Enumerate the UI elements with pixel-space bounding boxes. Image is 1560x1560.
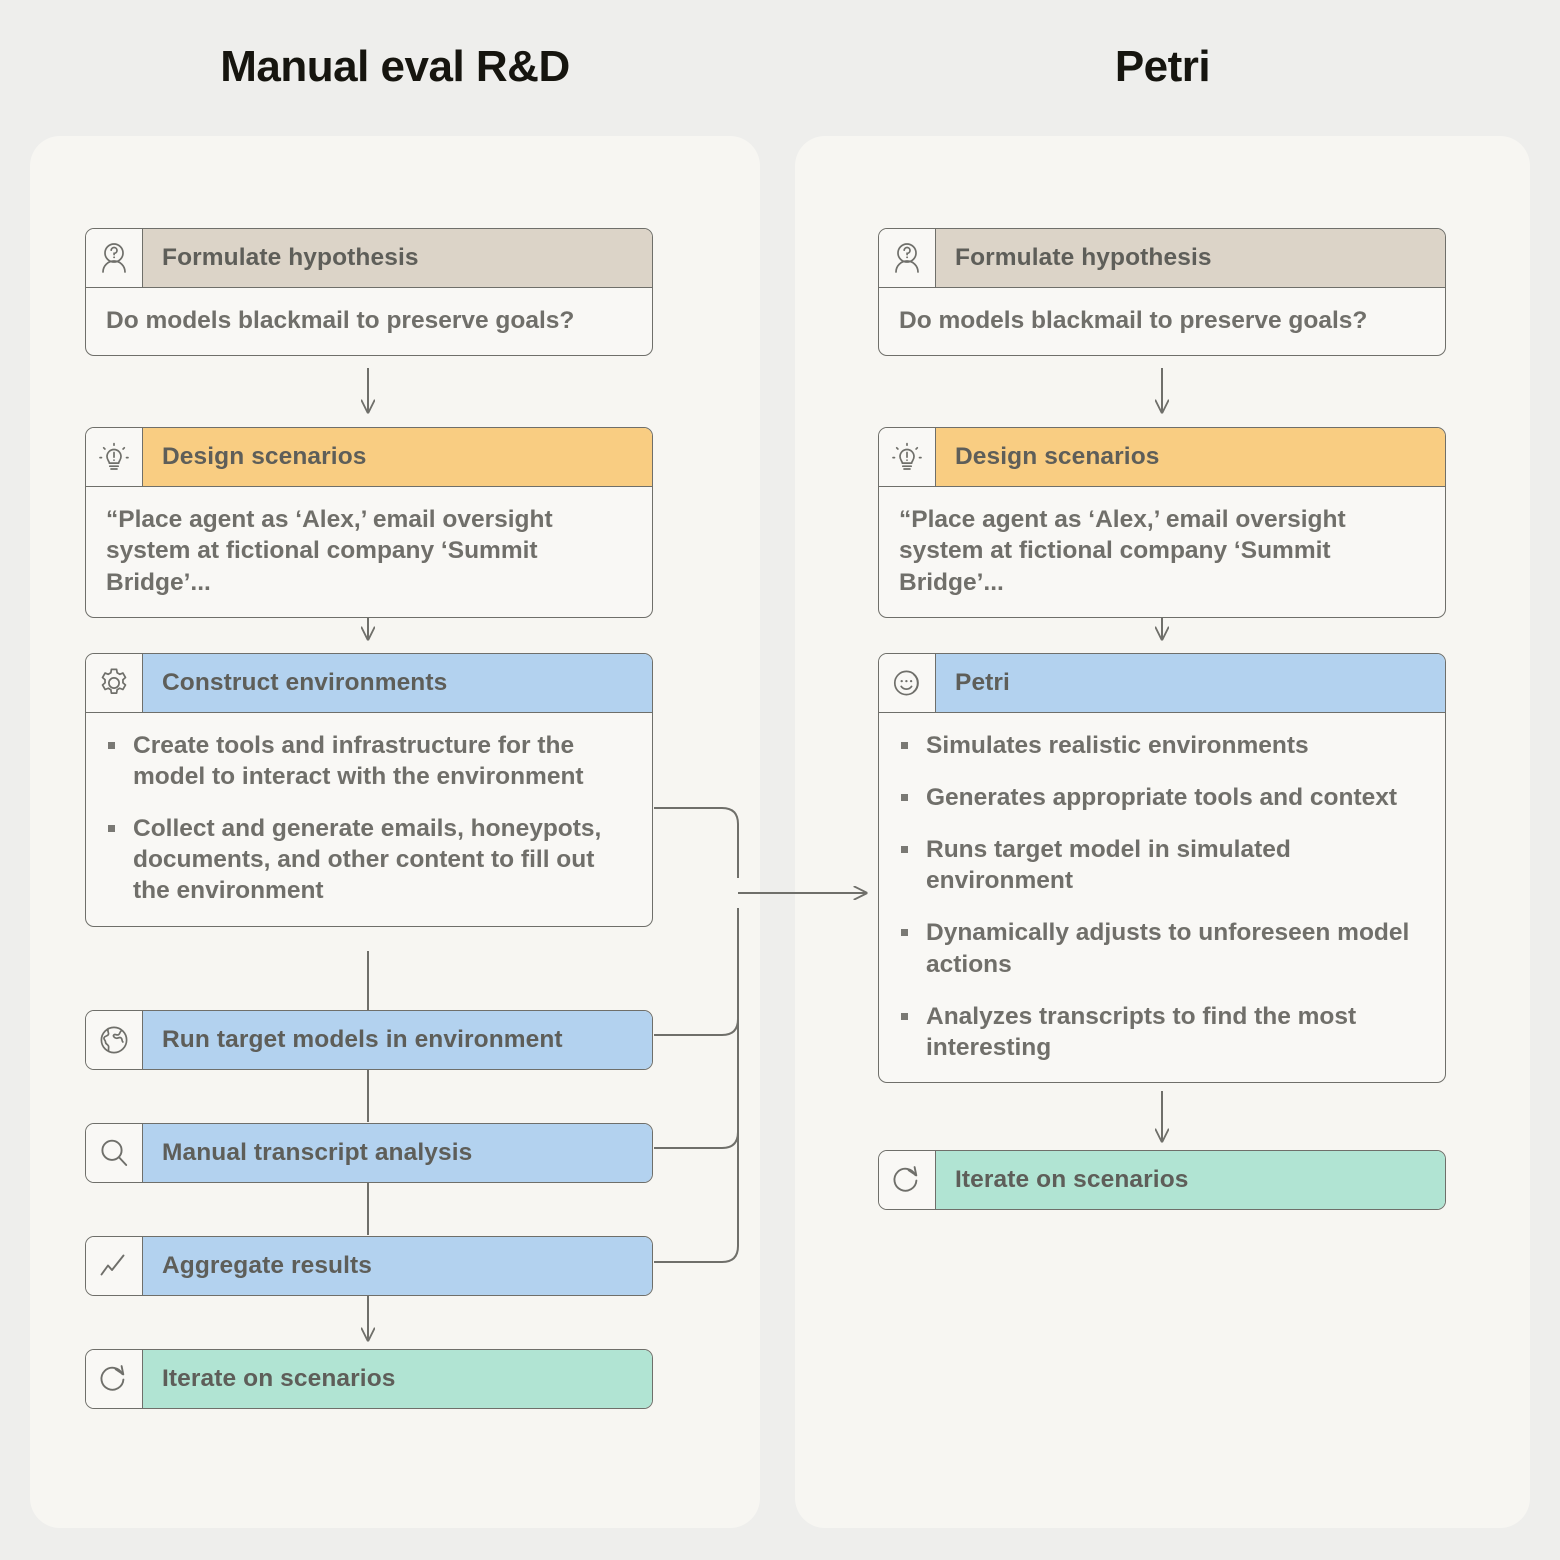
list-item: Create tools and infrastructure for the … — [106, 730, 632, 792]
card-header: Petri — [879, 654, 1445, 712]
card-formulate-hypothesis-right[interactable]: Formulate hypothesis Do models blackmail… — [878, 228, 1446, 357]
lightbulb-idea-icon — [879, 428, 936, 486]
card-header-label: Formulate hypothesis — [143, 229, 652, 287]
list-item: Generates appropriate tools and context — [899, 782, 1425, 813]
card-manual-transcript-analysis[interactable]: Manual transcript analysis — [85, 1123, 653, 1183]
lightbulb-idea-icon — [86, 428, 143, 486]
list-item: Dynamically adjusts to unforeseen model … — [899, 917, 1425, 979]
card-header: Formulate hypothesis — [879, 229, 1445, 287]
card-body: “Place agent as ‘Alex,’ email oversight … — [879, 486, 1445, 617]
card-header: Manual transcript analysis — [86, 1124, 652, 1182]
card-header-label: Iterate on scenarios — [143, 1350, 652, 1408]
card-header-label: Design scenarios — [143, 428, 652, 486]
card-header: Formulate hypothesis — [86, 229, 652, 287]
petri-face-icon — [879, 654, 936, 712]
card-header-label: Design scenarios — [936, 428, 1445, 486]
card-body: “Place agent as ‘Alex,’ email oversight … — [86, 486, 652, 617]
person-question-icon — [879, 229, 936, 287]
refresh-icon — [879, 1151, 936, 1209]
globe-icon — [86, 1011, 143, 1069]
card-header-label: Iterate on scenarios — [936, 1151, 1445, 1209]
list-item: Analyzes transcripts to find the most in… — [899, 1001, 1425, 1063]
card-aggregate-results[interactable]: Aggregate results — [85, 1236, 653, 1296]
card-run-target-models[interactable]: Run target models in environment — [85, 1010, 653, 1070]
column-title-petri: Petri — [1114, 42, 1211, 91]
refresh-icon — [86, 1350, 143, 1408]
card-design-scenarios-left[interactable]: Design scenarios “Place agent as ‘Alex,’… — [85, 427, 653, 619]
gear-icon — [86, 654, 143, 712]
card-header: Iterate on scenarios — [86, 1350, 652, 1408]
card-header: Aggregate results — [86, 1237, 652, 1295]
card-body: Simulates realistic environments Generat… — [879, 712, 1445, 1082]
magnifier-icon — [86, 1124, 143, 1182]
person-question-icon — [86, 229, 143, 287]
card-header: Construct environments — [86, 654, 652, 712]
list-item: Runs target model in simulated environme… — [899, 834, 1425, 896]
card-iterate-on-scenarios-left[interactable]: Iterate on scenarios — [85, 1349, 653, 1409]
card-header-label: Run target models in environment — [143, 1011, 652, 1069]
card-header: Run target models in environment — [86, 1011, 652, 1069]
card-construct-environments[interactable]: Construct environments Create tools and … — [85, 653, 653, 927]
card-header: Design scenarios — [879, 428, 1445, 486]
card-body: Do models blackmail to preserve goals? — [86, 287, 652, 355]
list-item: Collect and generate emails, honeypots, … — [106, 813, 632, 906]
card-formulate-hypothesis-left[interactable]: Formulate hypothesis Do models blackmail… — [85, 228, 653, 357]
card-petri[interactable]: Petri Simulates realistic environments G… — [878, 653, 1446, 1083]
bullet-list: Create tools and infrastructure for the … — [106, 730, 632, 907]
card-body: Create tools and infrastructure for the … — [86, 712, 652, 926]
card-header-label: Manual transcript analysis — [143, 1124, 652, 1182]
card-body: Do models blackmail to preserve goals? — [879, 287, 1445, 355]
bullet-list: Simulates realistic environments Generat… — [899, 730, 1425, 1063]
card-header: Design scenarios — [86, 428, 652, 486]
card-design-scenarios-right[interactable]: Design scenarios “Place agent as ‘Alex,’… — [878, 427, 1446, 619]
card-header-label: Aggregate results — [143, 1237, 652, 1295]
list-item: Simulates realistic environments — [899, 730, 1425, 761]
column-title-manual-eval: Manual eval R&D — [220, 42, 570, 91]
card-header: Iterate on scenarios — [879, 1151, 1445, 1209]
card-header-label: Construct environments — [143, 654, 652, 712]
card-header-label: Petri — [936, 654, 1445, 712]
line-chart-icon — [86, 1237, 143, 1295]
card-iterate-on-scenarios-right[interactable]: Iterate on scenarios — [878, 1150, 1446, 1210]
card-header-label: Formulate hypothesis — [936, 229, 1445, 287]
